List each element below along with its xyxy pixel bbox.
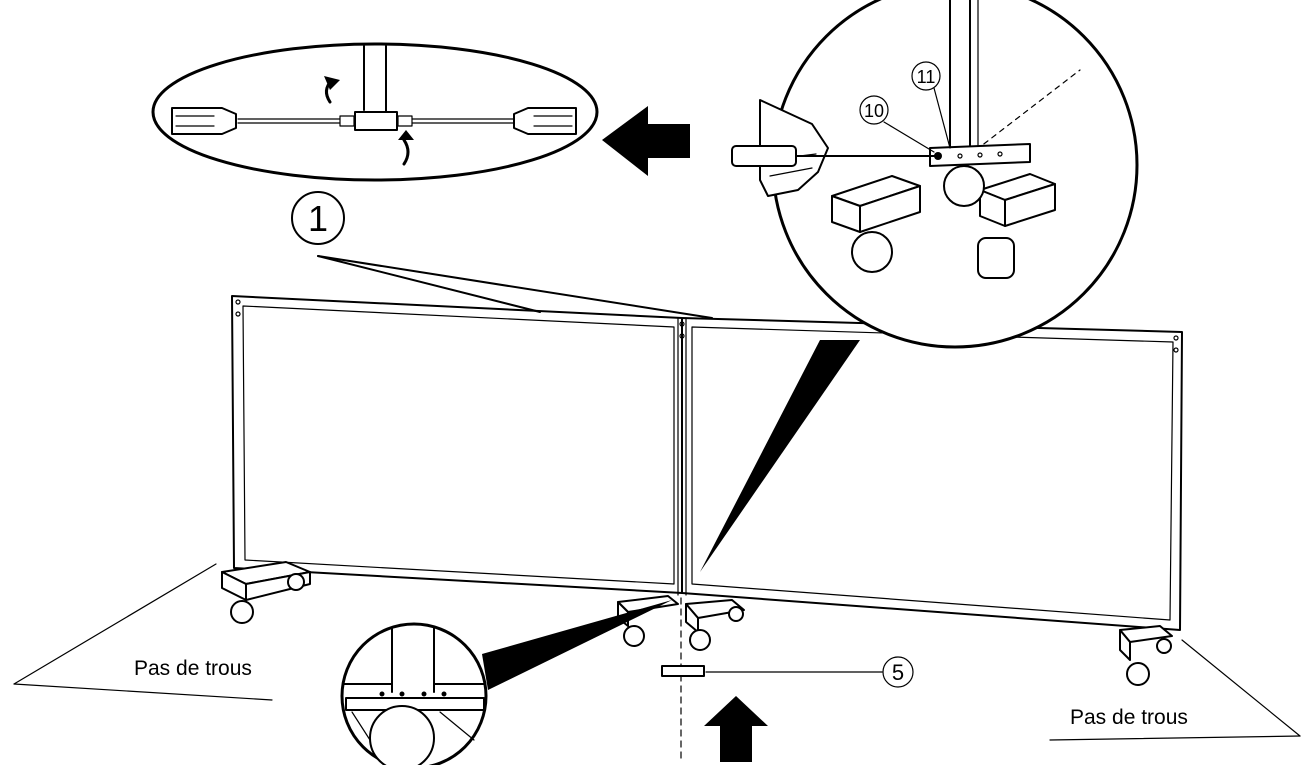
callout-10: 10 xyxy=(859,95,935,153)
arrow-up-icon xyxy=(704,696,768,762)
left-panel-frame xyxy=(231,295,683,594)
note-no-holes-left: Pas de trous xyxy=(13,563,273,701)
callout-5: 5 xyxy=(661,656,914,688)
note-left-text: Pas de trous xyxy=(134,657,252,680)
callout-1: 1 xyxy=(291,191,713,319)
detail-circle-screwing: 10 11 xyxy=(700,0,1139,572)
center-foot-right xyxy=(685,599,745,651)
note-right-text: Pas de trous xyxy=(1070,706,1188,729)
callout-11: 11 xyxy=(911,61,951,149)
bracket-plate xyxy=(661,665,705,677)
left-panel-board xyxy=(242,305,675,585)
callout-1-label: 1 xyxy=(308,198,328,239)
rotate-arrow-up-icon xyxy=(324,76,340,104)
note-no-holes-right: Pas de trous xyxy=(1049,639,1301,741)
arrow-left-icon xyxy=(602,106,690,176)
left-screwdriver-icon xyxy=(171,107,237,135)
detail-circle-bracket xyxy=(340,600,672,765)
left-foot xyxy=(221,561,311,624)
right-screwdriver-icon xyxy=(513,107,577,135)
callout-5-label: 5 xyxy=(892,660,904,685)
callout-10-label: 10 xyxy=(864,101,884,121)
hand-screwdriver-icon xyxy=(731,99,942,197)
rotate-arrow-down-icon xyxy=(398,130,414,166)
right-foot xyxy=(1119,625,1173,686)
detail-ellipse-tightening xyxy=(151,42,599,182)
callout-11-label: 11 xyxy=(917,67,936,87)
